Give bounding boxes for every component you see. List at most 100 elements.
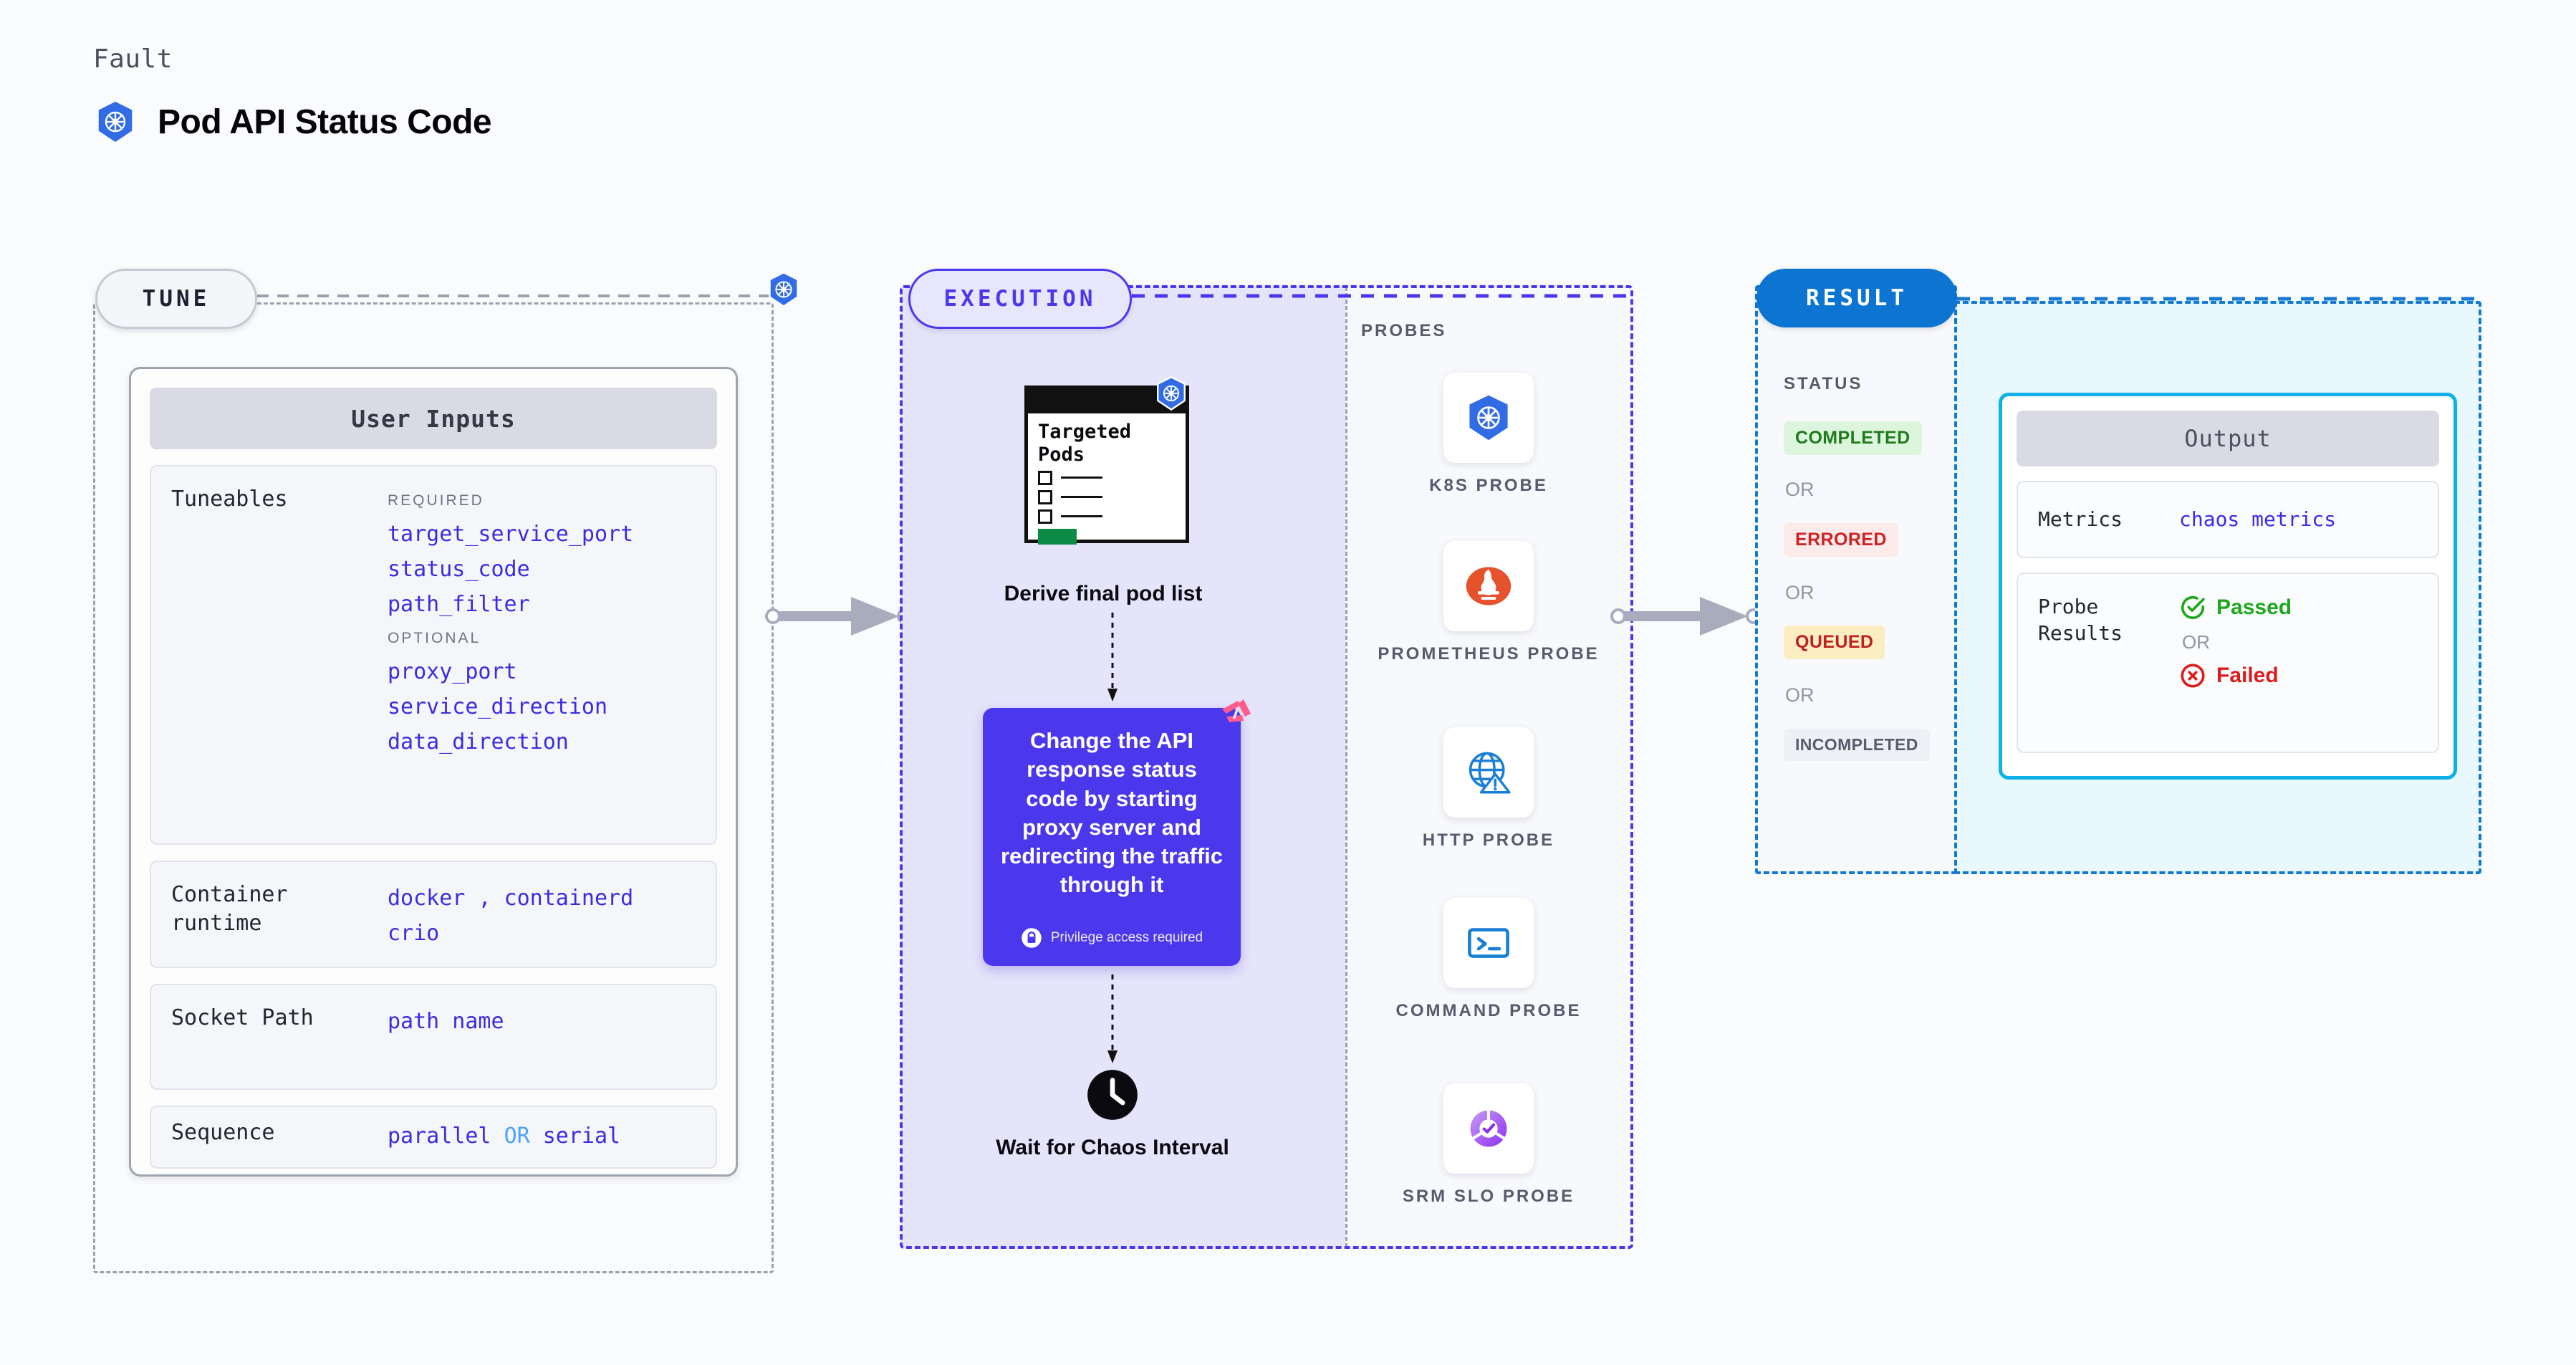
output-title: Output — [2017, 411, 2439, 466]
sequence-label: Sequence — [171, 1120, 275, 1145]
status-badge-completed: COMPLETED — [1784, 421, 1922, 455]
probe-results-label: Probe Results — [2038, 595, 2123, 645]
metrics-value[interactable]: chaos metrics — [2179, 507, 2337, 532]
tune-stage-pill[interactable]: TUNE — [95, 269, 257, 329]
probes-title: PROBES — [1361, 321, 1447, 340]
pod-kubernetes-badge — [1153, 375, 1189, 411]
sequence-parallel[interactable]: parallel — [388, 1124, 491, 1149]
execution-dashed-connector — [1132, 292, 1633, 300]
tuneable-target-service-port[interactable]: target_service_port — [388, 522, 634, 547]
targeted-pods-graphic: Targeted Pods — [1024, 376, 1189, 545]
lock-icon — [1021, 927, 1042, 949]
tuneable-status-code[interactable]: status_code — [388, 557, 530, 583]
probe-k8s[interactable]: K8S PROBE — [1345, 373, 1632, 497]
result-status-panel — [1755, 285, 1957, 874]
action-card: Change the API response status code by s… — [983, 708, 1241, 966]
probe-command[interactable]: COMMAND PROBE — [1345, 898, 1632, 1022]
line-placeholder — [1061, 496, 1102, 499]
status-badge-queued: QUEUED — [1784, 626, 1885, 659]
runtime-containerd[interactable]: containerd — [504, 886, 634, 911]
tuneables-values: REQUIRED target_service_port status_code… — [388, 485, 716, 825]
action-description: Change the API response status code by s… — [1000, 728, 1224, 898]
line-placeholder — [1061, 515, 1102, 518]
probe-result-passed: Passed — [2179, 594, 2438, 621]
tuneable-proxy-port[interactable]: proxy_port — [388, 658, 517, 684]
socket-path-value[interactable]: path name — [388, 1009, 504, 1034]
privilege-note-row: Privilege access required — [983, 927, 1241, 949]
runtime-crio[interactable]: crio — [388, 921, 440, 947]
sequence-row: Sequence parallel OR serial — [150, 1106, 717, 1169]
probe-http[interactable]: HTTP PROBE — [1345, 727, 1632, 852]
probe-result-or: OR — [2182, 631, 2210, 653]
metrics-values: chaos metrics — [2179, 503, 2438, 536]
result-dashed-connector — [1957, 295, 2484, 302]
action-to-wait-arrow — [1105, 974, 1120, 1068]
container-runtime-label: Container runtime — [171, 882, 288, 936]
fault-kicker: Fault — [93, 44, 173, 74]
status-or-3: OR — [1785, 684, 1815, 706]
container-runtime-row: Container runtime docker , containerd cr… — [150, 861, 717, 968]
checkbox-icon — [1038, 470, 1052, 485]
probe-results-values: Passed OR Failed — [2179, 594, 2438, 752]
title-row: Pod API Status Code — [93, 100, 492, 144]
tune-dashed-connector — [257, 292, 780, 300]
targeted-pods-title: Targeted Pods — [1038, 421, 1132, 466]
required-heading: REQUIRED — [388, 492, 484, 509]
checkbox-icon — [1038, 509, 1052, 524]
check-circle-icon — [2179, 594, 2206, 621]
pod-checklist-item — [1038, 470, 1186, 485]
tuneable-service-direction[interactable]: service_direction — [388, 694, 608, 719]
pod-checklist-item — [1038, 489, 1186, 504]
optional-heading: OPTIONAL — [388, 629, 481, 646]
status-or-1: OR — [1785, 479, 1815, 500]
tuneable-data-direction[interactable]: data_direction — [388, 729, 569, 755]
probe-prometheus[interactable]: PROMETHEUS PROBE — [1345, 541, 1632, 666]
probe-prometheus-label: PROMETHEUS PROBE — [1378, 644, 1600, 664]
tuneables-label: Tuneables — [171, 487, 288, 512]
output-card: Output Metrics chaos metrics Probe Resul… — [1999, 393, 2457, 780]
status-badge-incompleted: INCOMPLETED — [1784, 729, 1930, 761]
result-stage-pill[interactable]: RESULT — [1756, 269, 1957, 327]
sequence-or: OR — [504, 1124, 530, 1149]
probe-passed-label: Passed — [2216, 595, 2292, 619]
user-inputs-card: User Inputs Tuneables REQUIRED target_se… — [129, 367, 738, 1177]
sequence-values: parallel OR serial — [388, 1119, 716, 1156]
sequence-value-line[interactable]: parallel OR serial — [388, 1119, 716, 1154]
probe-srm-slo-label: SRM SLO PROBE — [1402, 1187, 1575, 1206]
slo-donut-icon — [1443, 1083, 1534, 1174]
kubernetes-icon — [1443, 373, 1534, 463]
probe-srm-slo[interactable]: SRM SLO PROBE — [1345, 1083, 1632, 1208]
sequence-serial[interactable]: serial — [542, 1124, 621, 1149]
tune-kubernetes-badge — [765, 271, 802, 308]
x-circle-icon — [2179, 662, 2206, 689]
container-runtime-values: docker , containerd crio — [388, 881, 716, 948]
harness-icon — [1216, 695, 1256, 735]
runtime-docker[interactable]: docker — [388, 886, 466, 911]
execution-to-result-arrow — [1610, 588, 1766, 645]
pod-checklist-item — [1038, 509, 1186, 524]
status-or-2: OR — [1785, 582, 1815, 603]
terminal-icon — [1443, 898, 1534, 988]
socket-path-values: path name — [388, 1004, 716, 1070]
kubernetes-icon — [93, 100, 138, 144]
probe-result-failed: Failed — [2179, 662, 2438, 689]
metrics-row: Metrics chaos metrics — [2017, 481, 2439, 558]
tuneable-path-filter[interactable]: path_filter — [388, 592, 530, 618]
globe-warning-icon — [1443, 727, 1534, 818]
probe-command-label: COMMAND PROBE — [1395, 1001, 1582, 1020]
container-runtime-line-1[interactable]: docker , containerd — [388, 881, 716, 916]
status-title: STATUS — [1784, 374, 1863, 393]
execution-stage-pill[interactable]: EXECUTION — [908, 269, 1132, 329]
checkbox-icon — [1038, 489, 1052, 504]
line-placeholder — [1061, 476, 1102, 479]
socket-path-label: Socket Path — [171, 1005, 314, 1030]
socket-path-row: Socket Path path name — [150, 984, 717, 1090]
metrics-label: Metrics — [2038, 507, 2123, 531]
clock-icon — [1085, 1068, 1140, 1122]
green-bar-indicator — [1038, 528, 1077, 545]
tune-panel — [93, 302, 774, 1273]
probe-failed-label: Failed — [2216, 664, 2279, 687]
pod-to-action-arrow — [1105, 613, 1120, 706]
derive-pod-list-caption: Derive final pod list — [1004, 582, 1203, 605]
tune-to-execution-arrow — [765, 588, 917, 645]
